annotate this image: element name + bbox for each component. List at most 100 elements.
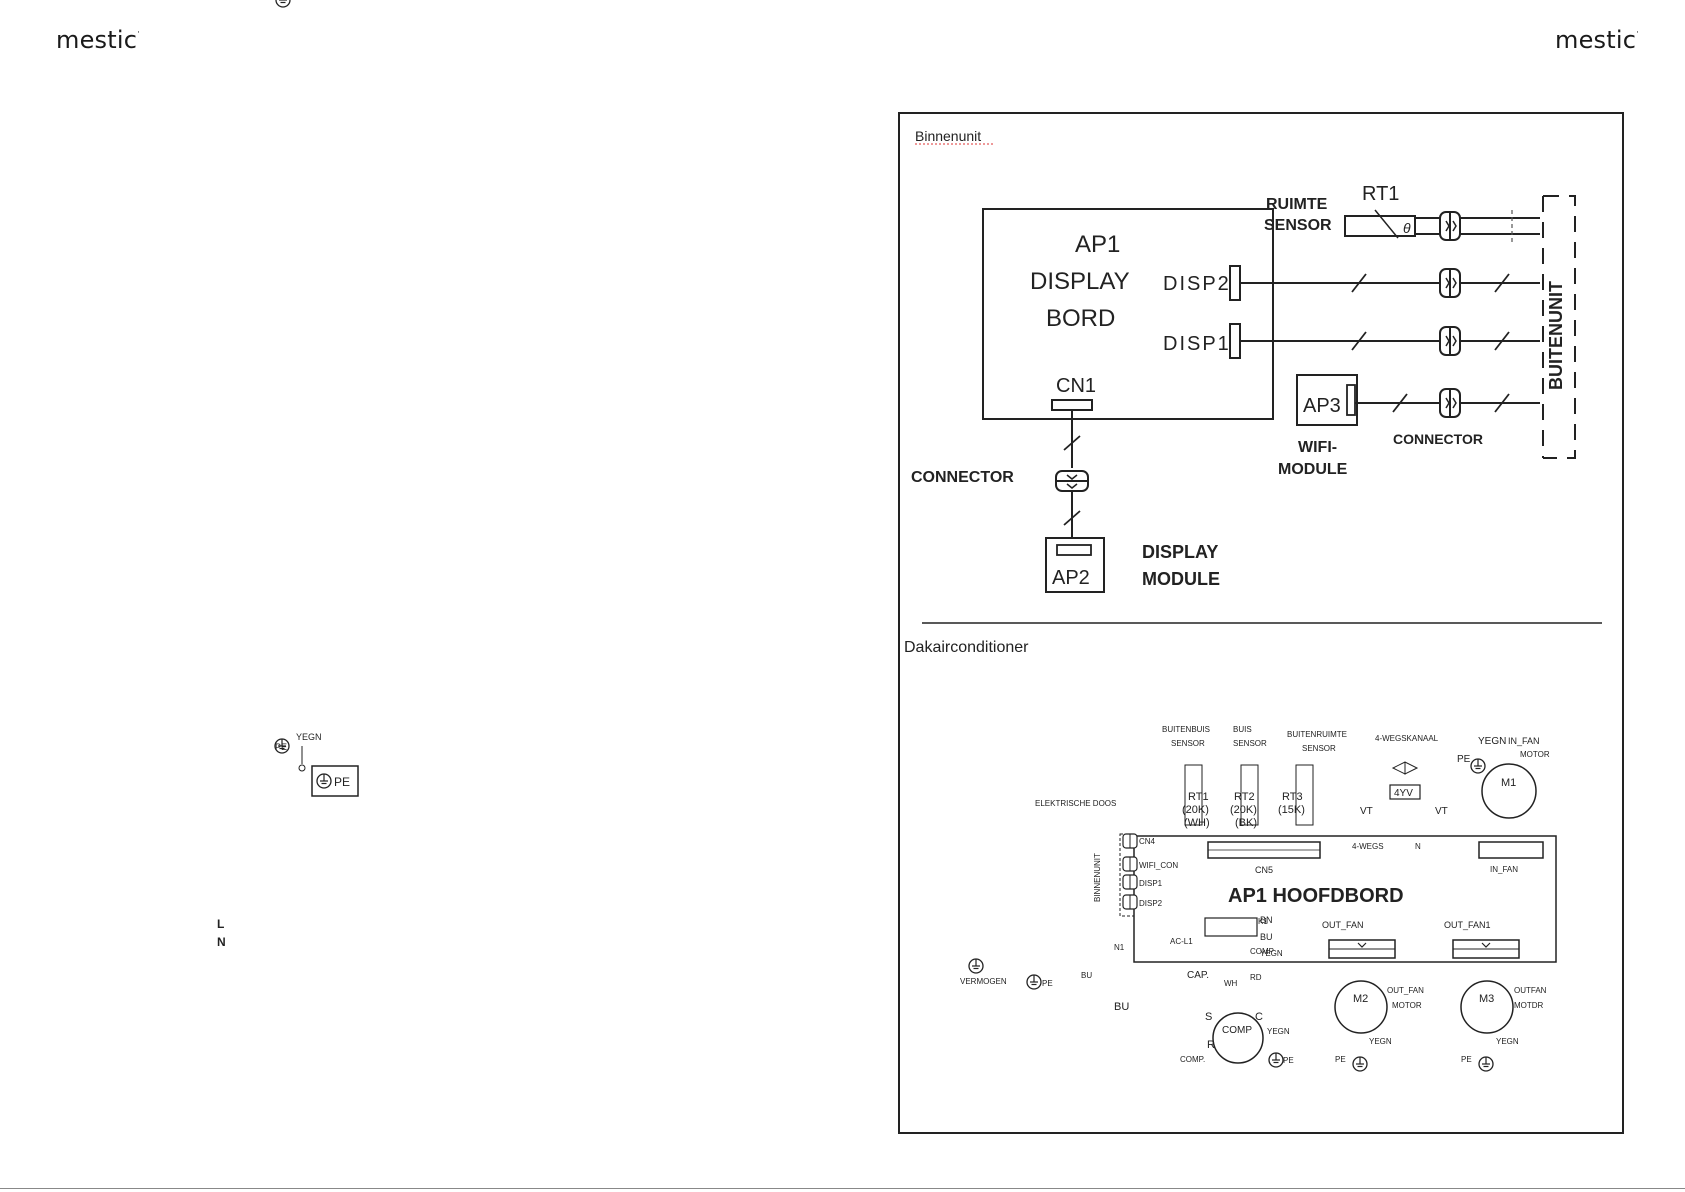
m3-out-fan-motor	[1460, 980, 1514, 1034]
m1-label: M1	[1501, 777, 1516, 789]
k1-relay	[1204, 917, 1258, 937]
disp2-roof-label: DISP2	[1139, 899, 1163, 908]
m1-in-fan-motor	[1481, 763, 1537, 819]
ap2-connector	[1055, 470, 1089, 492]
connector-left-label: CONNECTOR	[911, 469, 1014, 486]
buitenbuis-label-2: SENSOR	[1171, 739, 1205, 748]
binnenunit-label: BINNENUNIT	[1093, 853, 1102, 902]
roof-section: Dakairconditioner AP1 HOOFDBORD PE YEGN …	[217, 0, 1557, 1072]
pe-label-m2: PE	[1335, 1055, 1346, 1064]
ap2-display-module	[1045, 537, 1105, 593]
s-terminal-label: S	[1205, 1011, 1212, 1023]
yegn-label-comp: YEGN	[1267, 1027, 1290, 1036]
pe-label-infan: PE	[1457, 754, 1471, 765]
disp1-port	[1229, 323, 1241, 359]
motdr-label-m3: MOTDR	[1514, 1001, 1544, 1010]
disp1-connector	[1439, 326, 1461, 356]
disp1-roof-label: DISP1	[1139, 879, 1163, 888]
out-fan-label: OUT_FAN	[1322, 920, 1364, 930]
buitenruimte-label-1: BUITENRUIMTE	[1287, 730, 1347, 739]
roof-section-title: Dakairconditioner	[904, 639, 1029, 656]
brand-logo-left: mestic·	[56, 26, 141, 54]
disp2-port	[1229, 265, 1241, 301]
out-fan-connector	[1328, 939, 1396, 959]
outfan-label-m3: OUTFAN	[1514, 986, 1547, 995]
out-fan1-connector	[1452, 939, 1520, 959]
disp1-label: DISP1	[1163, 333, 1231, 355]
yegn-label-m3: YEGN	[1496, 1037, 1519, 1046]
c-terminal-label: C	[1255, 1011, 1263, 1023]
cn5-label: CN5	[1255, 865, 1273, 875]
ap1-label: AP1	[1075, 231, 1120, 258]
compressor	[1212, 1012, 1264, 1064]
buitenunit-label: BUITENUNIT	[1546, 281, 1566, 390]
disp2-label: DISP2	[1163, 273, 1231, 295]
indoor-section-title: Binnenunit	[915, 128, 981, 144]
m3-label: M3	[1479, 993, 1494, 1005]
rt3-sensor-label: RT3	[1282, 791, 1303, 803]
yegn-label-power: YEGN	[1260, 949, 1283, 958]
page-bottom-rule	[0, 1188, 1685, 1189]
vt-label-right: VT	[1435, 806, 1448, 817]
ap1-display-label: DISPLAY	[1030, 268, 1130, 295]
wifi-connector	[1439, 388, 1461, 418]
theta-symbol: θ	[1403, 220, 1411, 236]
buitenruimte-label-2: SENSOR	[1302, 744, 1336, 753]
sensor-label: SENSOR	[1264, 217, 1332, 234]
rt1-color: (WH)	[1184, 817, 1210, 829]
connector-right-label: CONNECTOR	[1393, 431, 1483, 447]
rt2-color: (BK)	[1235, 817, 1257, 829]
wh-label: WH	[1224, 979, 1238, 988]
pe-label-m3: PE	[1461, 1055, 1472, 1064]
yegn-label-1: YEGN	[296, 732, 322, 742]
rt1-connector	[1439, 211, 1461, 241]
rt1-label: RT1	[1362, 183, 1399, 205]
out-fan1-label: OUT_FAN1	[1444, 920, 1491, 930]
display-module-label1: DISPLAY	[1142, 542, 1218, 562]
ap2-label: AP2	[1052, 567, 1090, 589]
vermogen-label: VERMOGEN	[960, 977, 1007, 986]
bu-comp-label: BU	[1114, 1001, 1129, 1013]
ruimte-label: RUIMTE	[1266, 196, 1328, 213]
rt2-value: (20K)	[1230, 804, 1257, 816]
elektrische-doos-box	[311, 765, 359, 797]
buis-label-1: BUIS	[1233, 725, 1252, 734]
wifi-con-label: WIFI_CON	[1139, 861, 1178, 870]
comp-relay-label: COMP	[1250, 947, 1274, 956]
motor-label-m2: MOTOR	[1392, 1001, 1422, 1010]
bu-label-2: BU	[1081, 971, 1092, 980]
wifi-module-label: MODULE	[1278, 461, 1348, 478]
rt2-sensor-label: RT2	[1234, 791, 1255, 803]
indoor-section: Binnenunit AP1 DISPLAY BORD DISP2 DISP1 …	[911, 128, 1576, 593]
n-power-label: N	[217, 935, 226, 949]
k1-label: K1	[1258, 917, 1268, 926]
brand-logo-right: mestic·	[1555, 26, 1640, 54]
bu-label: BU	[1260, 932, 1273, 942]
wifi-label: WIFI-	[1298, 439, 1337, 456]
rt1-thermistor-arrow	[1374, 209, 1399, 239]
in-fan-motor-label: MOTOR	[1520, 750, 1550, 759]
pe-label-2: PE	[334, 775, 350, 789]
r-terminal-label: R	[1207, 1039, 1215, 1051]
4-wegs-label: 4-WEGS	[1352, 842, 1384, 851]
m2-label: M2	[1353, 993, 1368, 1005]
pe-label-comp: PE	[1283, 1056, 1294, 1065]
in-fan-connector	[1478, 841, 1544, 859]
ap3-wifi-module	[1296, 374, 1358, 426]
yegn-label-infan: YEGN	[1478, 736, 1506, 747]
rt1-sensor-label: RT1	[1188, 791, 1209, 803]
rt1-value: (20K)	[1182, 804, 1209, 816]
ap3-label: AP3	[1303, 395, 1341, 417]
cn1-label: CN1	[1056, 375, 1096, 397]
disp2-connector	[1439, 268, 1461, 298]
out-fan-motor-label-1: OUT_FAN	[1387, 986, 1424, 995]
m2-out-fan-motor	[1334, 980, 1388, 1034]
in-fan-label: IN_FAN	[1490, 865, 1518, 874]
4yv-valve	[1389, 784, 1421, 800]
rt3-value: (15K)	[1278, 804, 1305, 816]
cap-label: CAP.	[1187, 970, 1209, 981]
in-fan-label-top: IN_FAN	[1508, 736, 1540, 746]
bn-label: BN	[1260, 915, 1273, 925]
display-module-label2: MODULE	[1142, 569, 1220, 589]
buis-label-2: SENSOR	[1233, 739, 1267, 748]
